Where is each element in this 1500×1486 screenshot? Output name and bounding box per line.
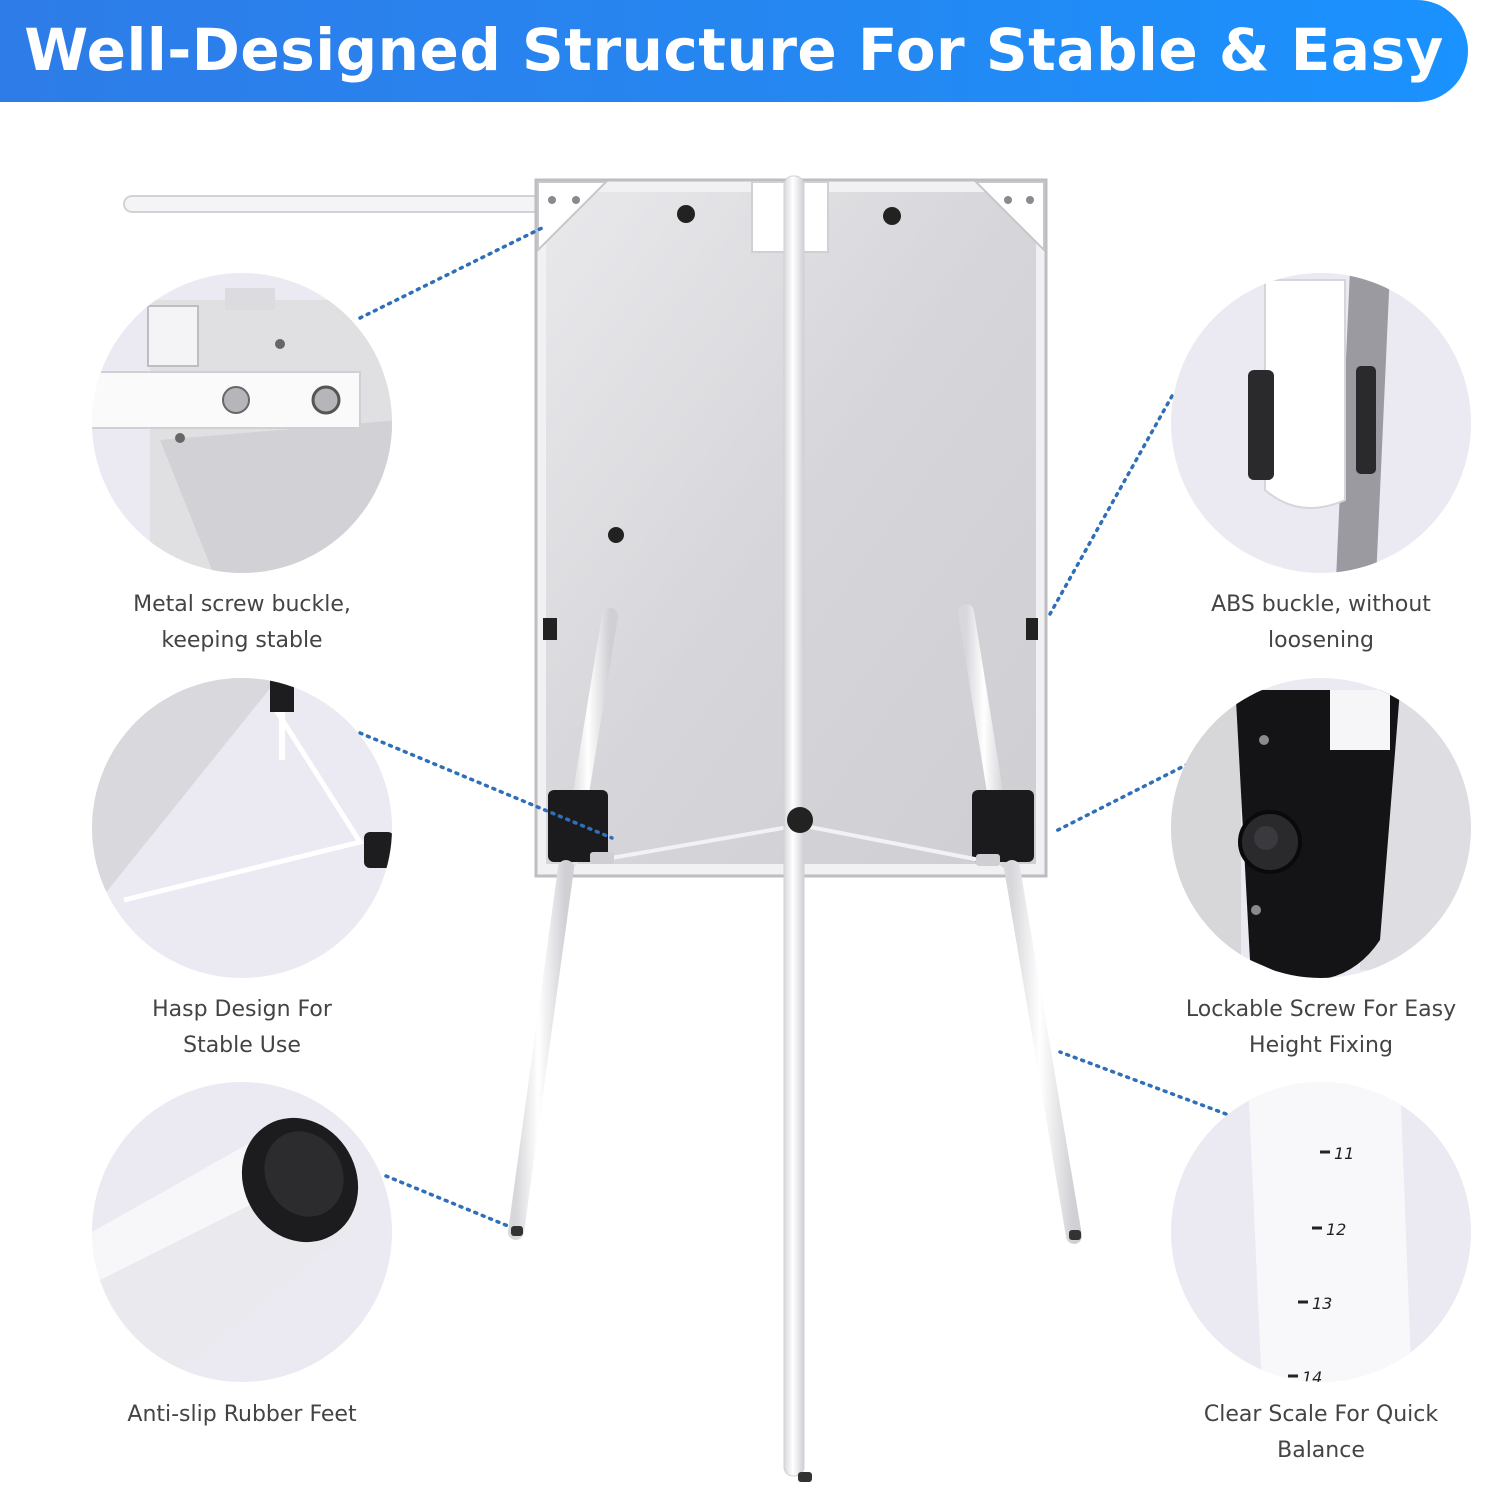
caption-line: ABS buckle, without: [1211, 592, 1431, 617]
detail-metal-screw-buckle: [92, 273, 392, 573]
right-leg-holder: [972, 790, 1034, 862]
scale-mark-11: 11: [1334, 1144, 1354, 1163]
caption-line: Lockable Screw For Easy: [1185, 997, 1457, 1022]
easel-image: [123, 175, 1082, 1482]
detail-abs-buckle: [1171, 273, 1471, 573]
left-leg-lower: [508, 860, 574, 1240]
connector-lock-screw: [1052, 762, 1190, 834]
connector-feet: [384, 1174, 510, 1228]
caption-anti-slip-feet: Anti-slip Rubber Feet: [92, 1397, 392, 1433]
extension-arm: [123, 195, 555, 213]
caption-line: loosening: [1268, 628, 1374, 653]
caption-line: Clear Scale For Quick: [1203, 1402, 1439, 1427]
caption-line: Stable Use: [183, 1033, 301, 1058]
connector-hasp: [358, 731, 614, 840]
caption-metal-screw-buckle: Metal screw buckle, keeping stable: [92, 587, 392, 659]
caption-line: Metal screw buckle,: [133, 592, 351, 617]
header-banner: [0, 0, 1468, 102]
center-knob: [787, 807, 813, 833]
caption-abs-buckle: ABS buckle, without loosening: [1171, 587, 1471, 659]
connector-scale: [1058, 1050, 1228, 1116]
connector-metal-screw: [358, 224, 548, 320]
scale-mark-12: 12: [1326, 1220, 1346, 1239]
caption-line: Height Fixing: [1249, 1033, 1393, 1058]
page-title: Well-Designed Structure For Stable & Eas…: [24, 16, 1444, 184]
magnet: [883, 207, 901, 225]
left-leg-holder: [548, 790, 608, 862]
detail-clear-scale: 11 12 13 14: [1171, 1082, 1471, 1387]
scale-mark-14: 14: [1302, 1368, 1322, 1387]
magnet: [677, 205, 695, 223]
magnet: [608, 527, 624, 543]
caption-lockable-screw: Lockable Screw For Easy Height Fixing: [1151, 992, 1491, 1064]
detail-lockable-screw: [1171, 678, 1471, 978]
caption-hasp-design: Hasp Design For Stable Use: [92, 992, 392, 1064]
caption-line: Balance: [1277, 1438, 1365, 1463]
caption-line: Anti-slip Rubber Feet: [127, 1402, 357, 1427]
connector-abs: [1048, 394, 1174, 616]
scale-mark-13: 13: [1312, 1294, 1332, 1313]
detail-anti-slip-feet: [92, 1082, 392, 1382]
caption-line: Hasp Design For: [152, 997, 332, 1022]
detail-hasp-design: [92, 678, 392, 978]
right-leg-lower: [1004, 860, 1082, 1244]
caption-clear-scale: Clear Scale For Quick Balance: [1171, 1397, 1471, 1469]
caption-line: keeping stable: [161, 628, 323, 653]
